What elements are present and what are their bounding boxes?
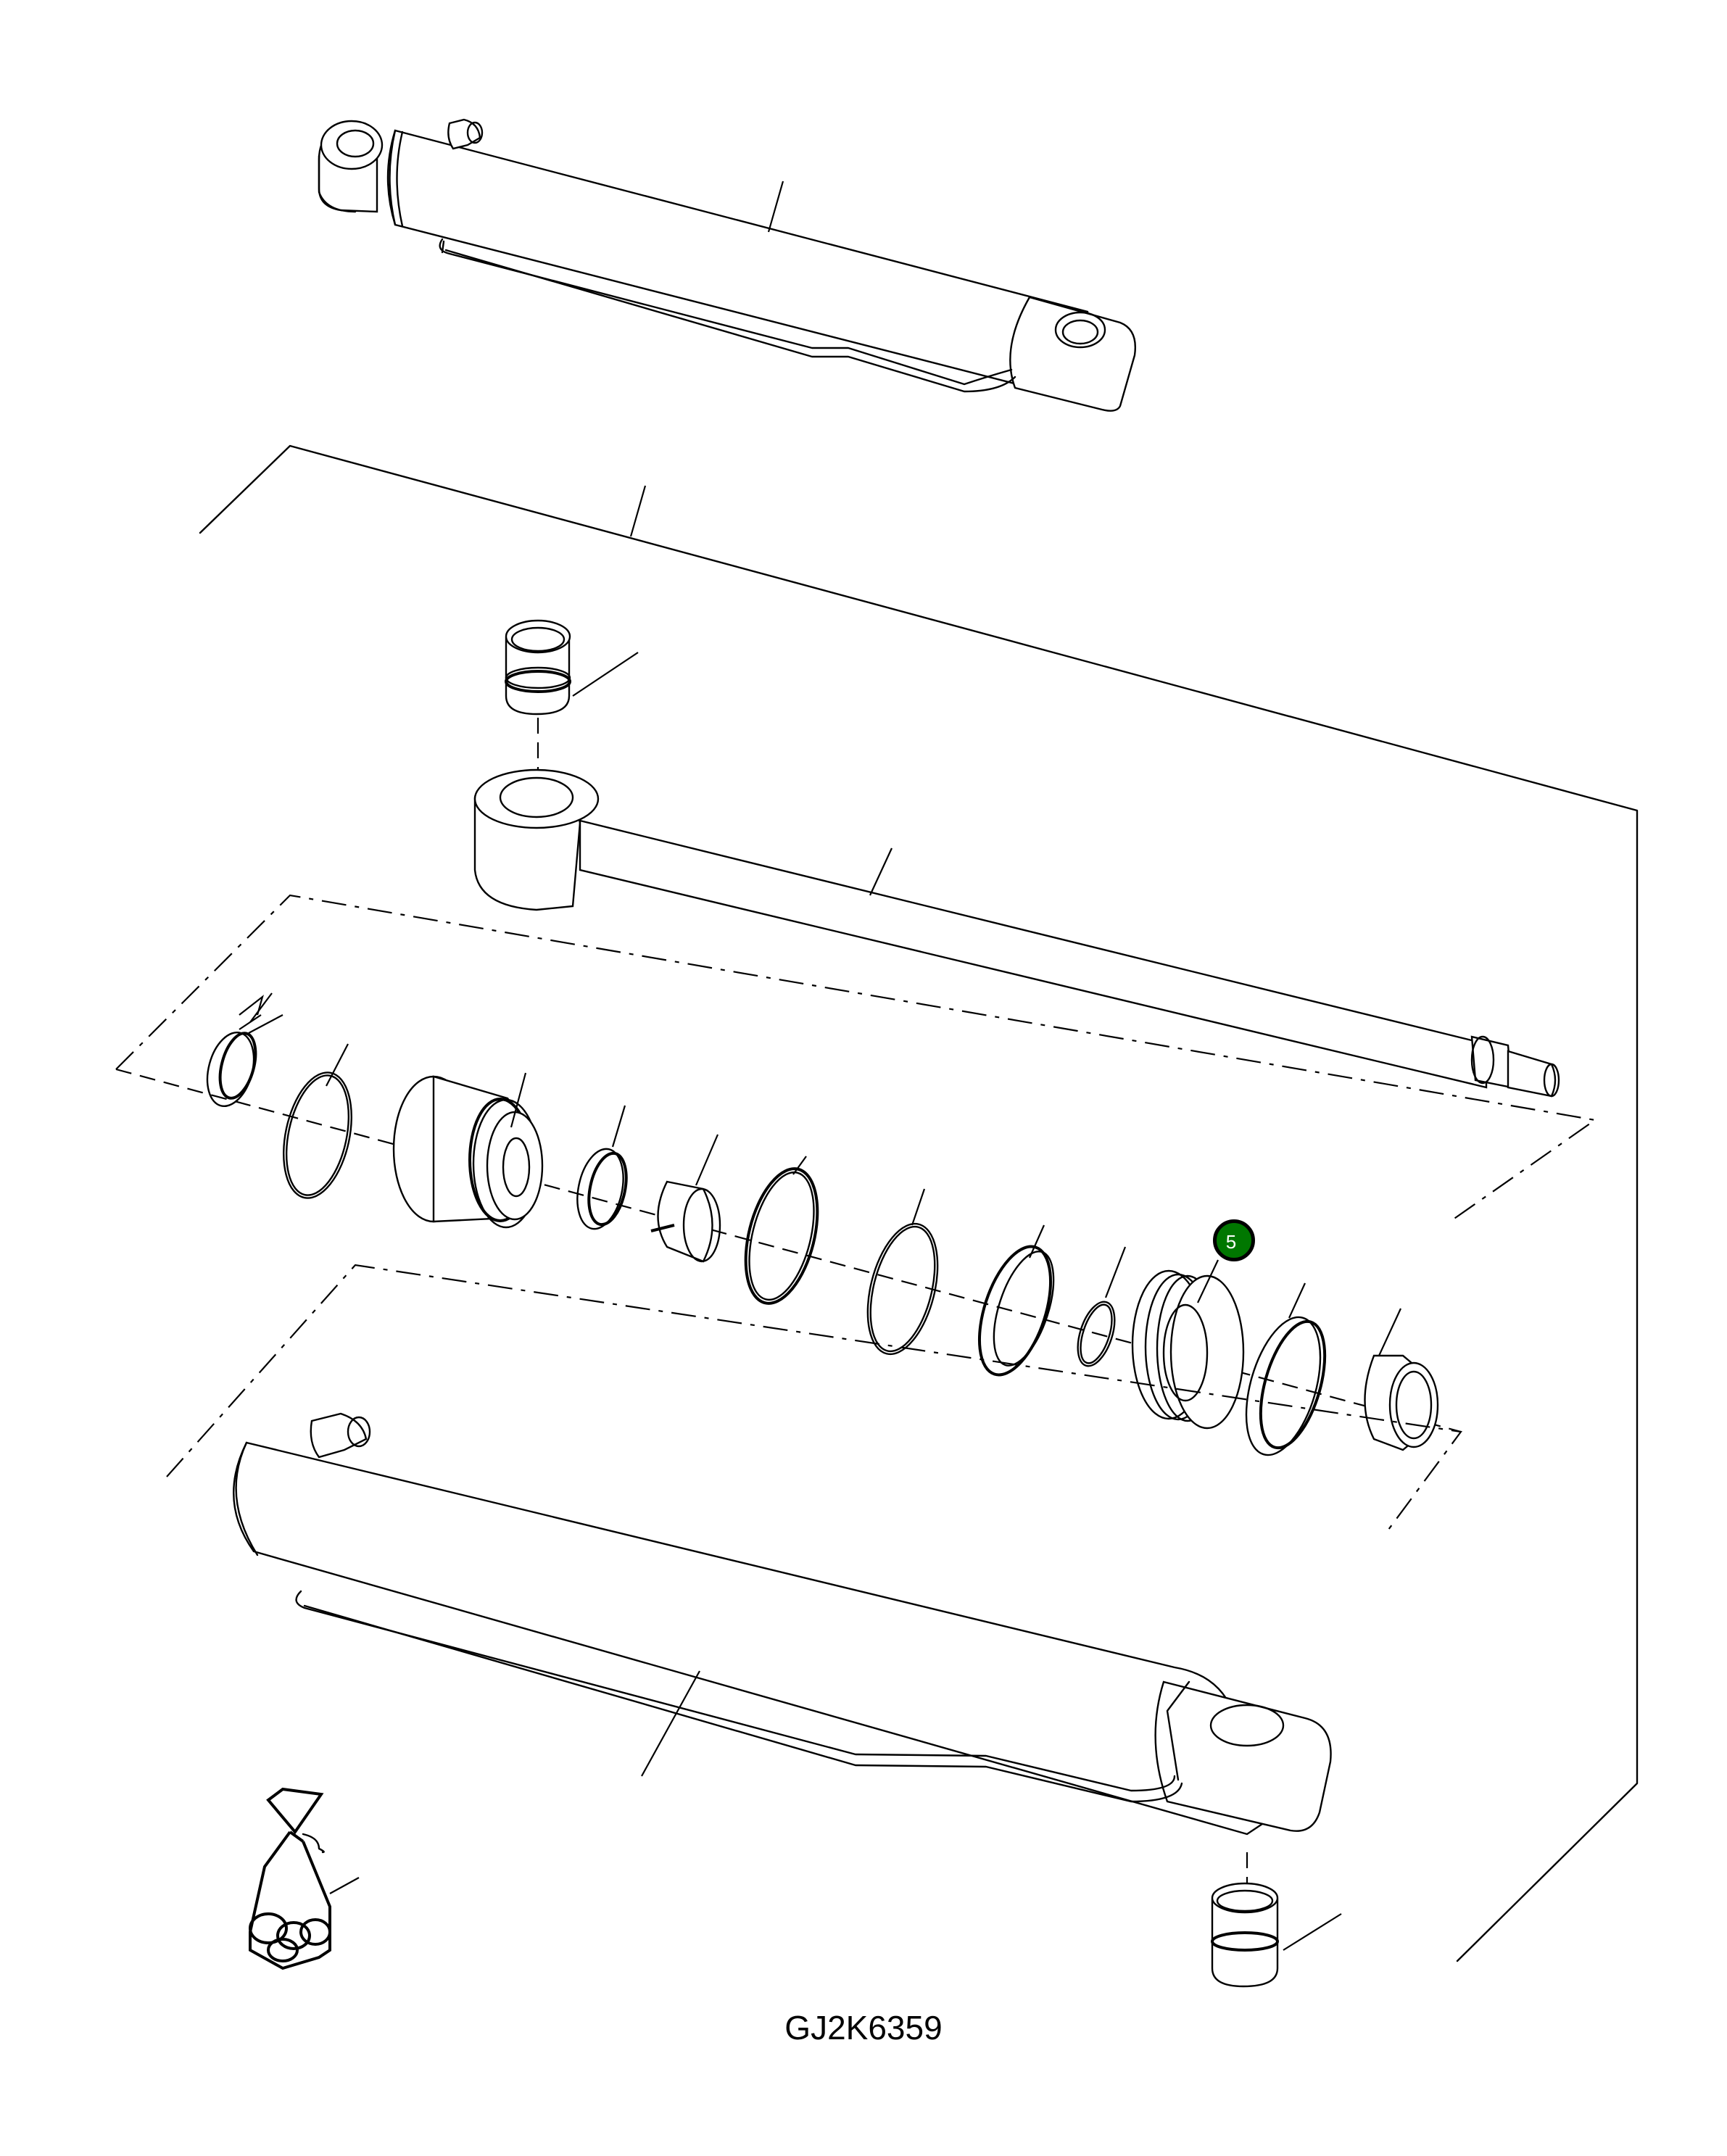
piston-seal [977, 1224, 1055, 1377]
bushing-split [650, 1134, 721, 1263]
rod-seal-group-outline [115, 894, 1597, 1222]
wiper-seal [206, 992, 283, 1108]
barrel-group-outline [166, 1264, 1462, 1530]
drawing-id: GJ2K6359 [784, 2009, 943, 2047]
o-ring-thin [866, 1188, 939, 1356]
o-ring-small [1077, 1246, 1127, 1367]
callout-badge-5[interactable]: 5 [1213, 1219, 1255, 1261]
rod-seal [576, 1105, 628, 1230]
cylinder-assembly [318, 118, 1136, 412]
wear-ring [1245, 1282, 1327, 1456]
assembly-axis [115, 1068, 1462, 1433]
piston-rod [473, 768, 1560, 1098]
cylinder-barrel [233, 1412, 1332, 1836]
barrel-bushing-bottom [1211, 1852, 1342, 1988]
piston [1131, 1259, 1245, 1430]
o-ring-large [283, 1043, 352, 1199]
rod-bushing-top [505, 619, 639, 805]
gland-head [392, 1072, 544, 1229]
lock-nut [1364, 1308, 1439, 1451]
exploded-group-frame [199, 444, 1639, 1962]
callout-label: 5 [1225, 1230, 1237, 1253]
o-ring-thick [744, 1156, 819, 1305]
seal-kit-bag [249, 1787, 360, 1970]
